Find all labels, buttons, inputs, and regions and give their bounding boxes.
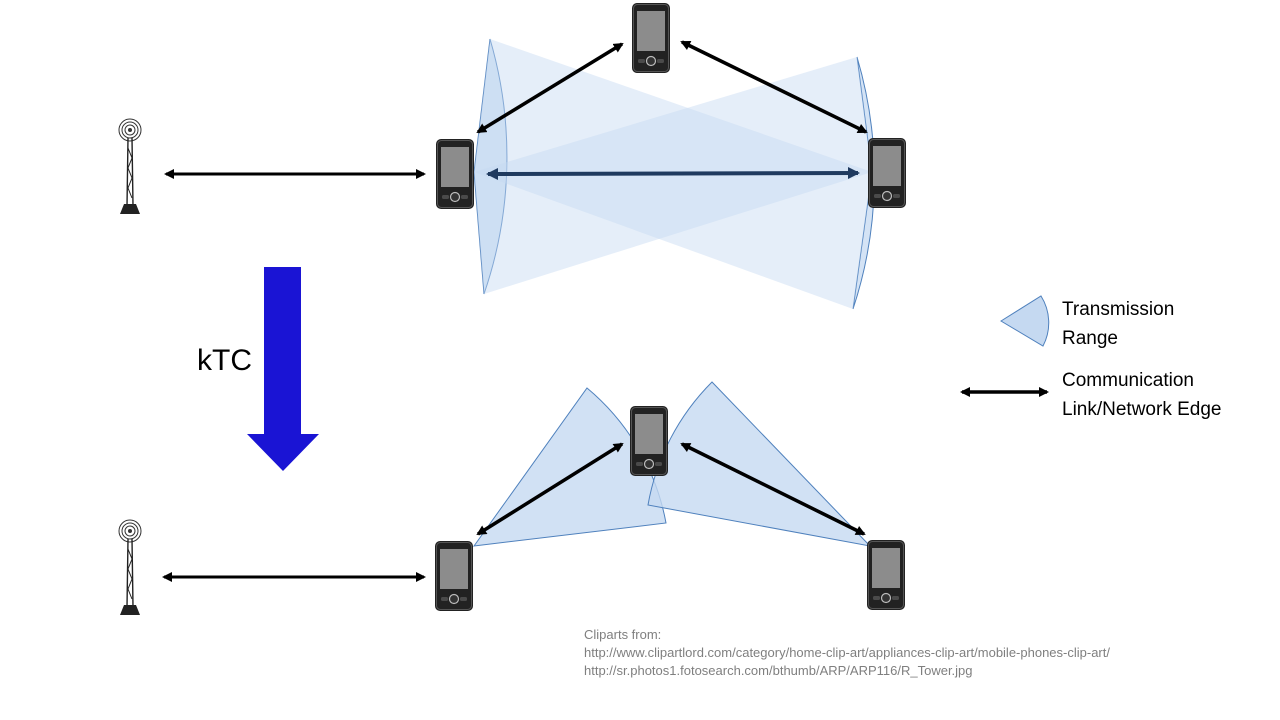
tower-icon (118, 118, 142, 215)
legend-range-label-line2: Range (1062, 328, 1118, 349)
link-left-right-phone (486, 167, 860, 180)
link-left-center-phone (476, 442, 624, 536)
tower-icon (118, 519, 142, 616)
legend-edge-label-line1: Communication (1062, 370, 1194, 391)
legend-range-icon (1000, 295, 1050, 347)
link-left-top-phone (476, 42, 624, 134)
link-center-right-phone (680, 442, 866, 536)
phone-icon (631, 2, 671, 74)
phone-icon (434, 540, 474, 612)
legend-edge-label-line2: Link/Network Edge (1062, 399, 1221, 420)
legend: Transmission Range Communication Link/Ne… (960, 295, 1221, 420)
phone-icon (629, 405, 669, 477)
legend-range-label-line1: Transmission (1062, 299, 1174, 320)
phone-icon (867, 137, 907, 209)
link-top-right-phone (680, 40, 868, 134)
ktc-label: kTC (197, 344, 252, 377)
credits-url-1: http://www.clipartlord.com/category/home… (584, 645, 1110, 660)
credits-url-2: http://sr.photos1.fotosearch.com/bthumb/… (584, 663, 973, 678)
phone-icon (435, 138, 475, 210)
ktc-arrow (247, 267, 319, 471)
credits-heading: Cliparts from: (584, 627, 662, 642)
credits: Cliparts from: http://www.clipartlord.co… (584, 626, 1110, 680)
phone-icon (866, 539, 906, 611)
